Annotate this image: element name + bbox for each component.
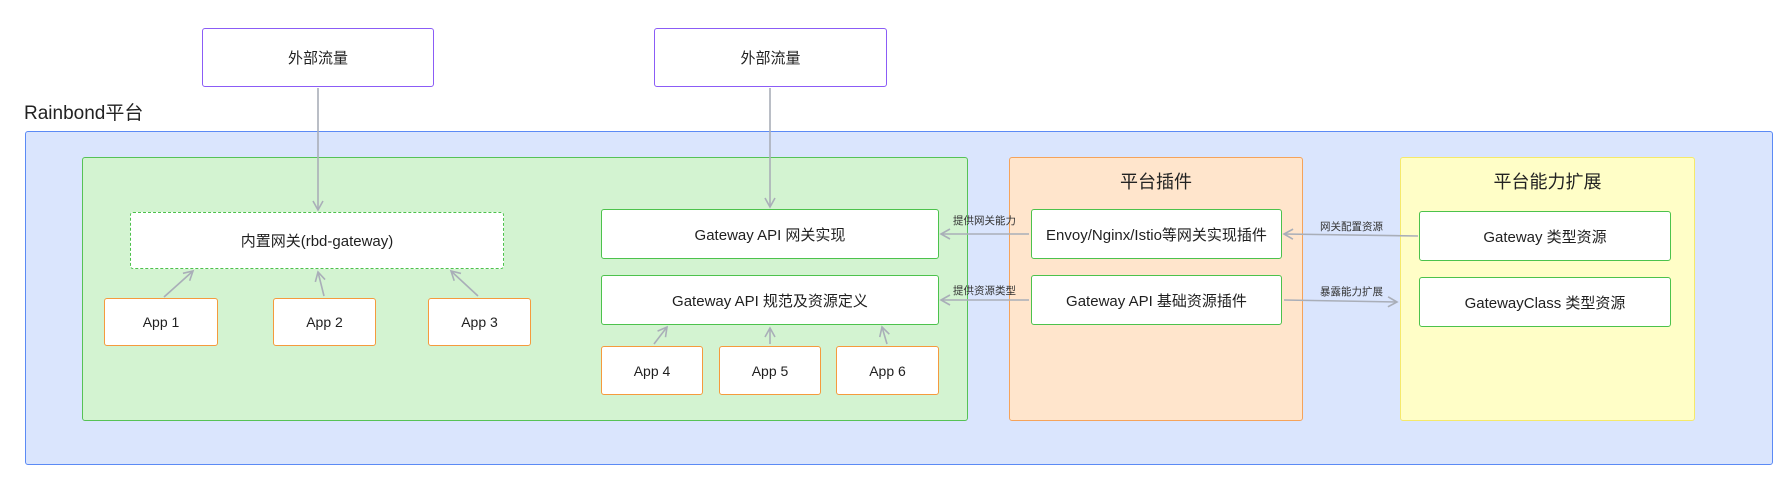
arrow-gateway-resource-to-impl-plugin (1282, 228, 1419, 240)
arrow-app4-to-spec (653, 325, 669, 345)
arrow-base-plugin-to-extension (1283, 296, 1399, 308)
arrow-app1-to-gateway (163, 269, 195, 298)
gateway-api-spec-node[interactable]: Gateway API 规范及资源定义 (601, 275, 939, 325)
arrow-app6-to-spec (878, 325, 890, 345)
app-node-5[interactable]: App 5 (719, 346, 821, 395)
builtin-gateway-node[interactable]: 内置网关(rbd-gateway) (130, 212, 504, 269)
platform-plugins-title: 平台插件 (1120, 172, 1192, 192)
gateway-type-resource-node[interactable]: Gateway 类型资源 (1419, 211, 1671, 261)
arrow-app2-to-gateway (314, 270, 326, 297)
app-node-6[interactable]: App 6 (836, 346, 939, 395)
app-node-3[interactable]: App 3 (428, 298, 531, 346)
external-traffic-node-1[interactable]: 外部流量 (202, 28, 434, 87)
edge-label-provide-gateway: 提供网关能力 (953, 215, 1016, 227)
platform-label: Rainbond平台 (24, 103, 144, 124)
gateway-impl-plugin-node[interactable]: Envoy/Nginx/Istio等网关实现插件 (1031, 209, 1282, 259)
gatewayclass-type-resource-node[interactable]: GatewayClass 类型资源 (1419, 277, 1671, 327)
gateway-base-plugin-node[interactable]: Gateway API 基础资源插件 (1031, 275, 1282, 325)
edge-label-gateway-config: 网关配置资源 (1320, 221, 1383, 233)
external-traffic-node-2[interactable]: 外部流量 (654, 28, 887, 87)
platform-extension-title: 平台能力扩展 (1493, 172, 1602, 192)
app-node-2[interactable]: App 2 (273, 298, 376, 346)
edge-label-provide-resource: 提供资源类型 (953, 285, 1016, 297)
app-node-1[interactable]: App 1 (104, 298, 218, 346)
gateway-api-impl-node[interactable]: Gateway API 网关实现 (601, 209, 939, 259)
arrow-app3-to-gateway (449, 269, 479, 297)
app-node-4[interactable]: App 4 (601, 346, 703, 395)
edge-label-expose-extension: 暴露能力扩展 (1320, 286, 1383, 298)
